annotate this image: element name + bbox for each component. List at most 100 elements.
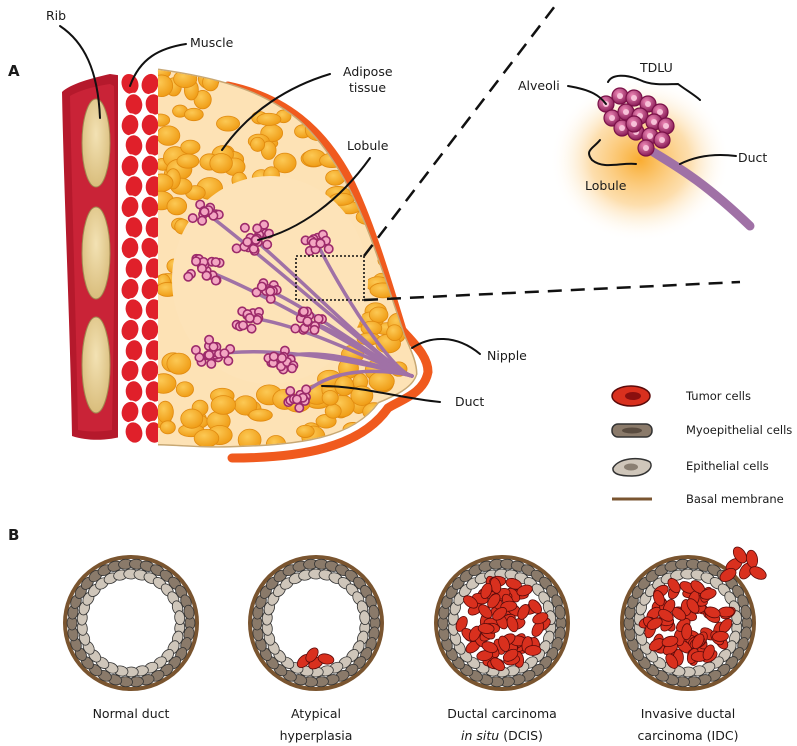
alveolus bbox=[212, 276, 220, 284]
legend-label-myoepithelial: Myoepithelial cells bbox=[686, 423, 792, 437]
alveolus bbox=[241, 224, 249, 232]
legend-item-myoepithelial: Myoepithelial cells bbox=[612, 423, 792, 437]
fat-cell bbox=[249, 409, 273, 421]
caption-idc-line1: Invasive ductal bbox=[641, 706, 735, 721]
zoom-line-top bbox=[364, 6, 555, 256]
alveolus bbox=[239, 321, 247, 329]
alveolus bbox=[288, 364, 296, 372]
fat-cell bbox=[397, 425, 420, 441]
zoom-line-bottom bbox=[364, 282, 740, 300]
label-inset-lobule: Lobule bbox=[585, 178, 627, 193]
rib-cage bbox=[62, 74, 126, 440]
rib-bone-3 bbox=[82, 317, 110, 413]
fat-cell bbox=[322, 390, 338, 405]
fat-cell bbox=[238, 429, 261, 450]
fat-cell bbox=[317, 102, 333, 116]
fat-cell bbox=[258, 69, 282, 88]
fat-cell bbox=[370, 103, 388, 124]
alveolus bbox=[195, 353, 203, 361]
fat-cell bbox=[387, 86, 404, 100]
fat-cell bbox=[397, 140, 419, 156]
fat-cell bbox=[347, 100, 372, 120]
muscle-layer bbox=[118, 66, 165, 445]
fat-cell bbox=[184, 108, 203, 120]
fat-cell bbox=[277, 65, 298, 85]
alveolus bbox=[198, 217, 206, 225]
fat-cell bbox=[210, 154, 233, 174]
panel-a-letter: A bbox=[8, 62, 20, 80]
fat-cell bbox=[387, 325, 403, 341]
alveolus bbox=[212, 258, 220, 266]
alveolus bbox=[253, 224, 261, 232]
legend-item-basal: Basal membrane bbox=[612, 492, 784, 506]
rib-bone-2 bbox=[82, 207, 110, 299]
alveolus bbox=[325, 245, 333, 253]
alveolus bbox=[209, 343, 217, 351]
fat-cell bbox=[325, 404, 341, 418]
alveolus bbox=[202, 271, 210, 279]
duct-progression bbox=[63, 545, 768, 691]
fat-cell bbox=[269, 64, 284, 77]
alveolus bbox=[192, 257, 200, 265]
fat-cell bbox=[369, 307, 388, 322]
caption-atypical-line2: hyperplasia bbox=[280, 728, 353, 743]
label-adipose-2: tissue bbox=[349, 80, 386, 95]
fat-cell bbox=[160, 421, 175, 434]
label-tdlu: TDLU bbox=[639, 60, 673, 75]
alveolus-lumen bbox=[617, 93, 623, 99]
alveolus bbox=[300, 307, 308, 315]
tumor-cell-nucleus bbox=[625, 392, 641, 400]
caption-idc-line2: carcinoma (IDC) bbox=[638, 728, 739, 743]
alveolus-lumen bbox=[623, 109, 629, 115]
alveolus bbox=[286, 387, 294, 395]
alveolus bbox=[247, 324, 255, 332]
fat-cell bbox=[390, 434, 408, 447]
alveolus bbox=[266, 287, 274, 295]
alveolus bbox=[207, 360, 215, 368]
alveolus-lumen bbox=[651, 119, 657, 125]
fat-cell bbox=[390, 91, 406, 103]
alveolus bbox=[302, 385, 310, 393]
alveolus-lumen bbox=[643, 145, 649, 151]
alveolus bbox=[291, 324, 299, 332]
alveolus bbox=[295, 404, 303, 412]
fat-cell bbox=[216, 116, 239, 131]
fat-cell bbox=[157, 126, 180, 146]
muscle-fiber bbox=[141, 114, 159, 136]
duct-cross-section-2 bbox=[248, 555, 384, 691]
fat-cell bbox=[339, 109, 357, 128]
caption-dcis-rest: (DCIS) bbox=[499, 728, 543, 743]
fat-cell bbox=[398, 147, 420, 160]
alveolus-lumen bbox=[647, 133, 653, 139]
fat-cell bbox=[203, 74, 219, 91]
alveolus bbox=[316, 239, 324, 247]
fat-cell bbox=[248, 67, 267, 83]
legend-label-tumor: Tumor cells bbox=[685, 389, 751, 403]
alveolus-lumen bbox=[619, 125, 625, 131]
alveolus-lumen bbox=[609, 115, 615, 121]
legend-label-epithelial: Epithelial cells bbox=[686, 459, 769, 473]
fat-cell bbox=[251, 137, 265, 151]
fat-cell bbox=[397, 243, 414, 260]
alveolus bbox=[278, 354, 286, 362]
alveolus bbox=[246, 314, 254, 322]
alveolus-lumen bbox=[631, 121, 637, 127]
fat-cell bbox=[369, 372, 394, 391]
caption-normal-duct: Normal duct bbox=[93, 706, 170, 721]
fat-cell bbox=[246, 75, 261, 88]
fat-cell bbox=[181, 409, 203, 428]
alveolus bbox=[200, 208, 208, 216]
alveolus bbox=[303, 317, 311, 325]
myoepithelial-cell-nucleus bbox=[622, 428, 642, 434]
legend-item-epithelial: Epithelial cells bbox=[613, 459, 769, 476]
tdlu-inset: Alveoli TDLU Lobule Duct bbox=[518, 60, 767, 242]
fat-cell bbox=[319, 76, 341, 98]
epithelial-cell-nucleus bbox=[624, 464, 638, 471]
fat-cell bbox=[211, 396, 235, 415]
legend-item-tumor: Tumor cells bbox=[612, 386, 751, 406]
alveolus bbox=[293, 395, 301, 403]
duct-cross-section-1 bbox=[63, 555, 199, 691]
fat-cell bbox=[157, 401, 173, 423]
alveolus bbox=[205, 351, 213, 359]
fat-cell bbox=[194, 429, 219, 447]
